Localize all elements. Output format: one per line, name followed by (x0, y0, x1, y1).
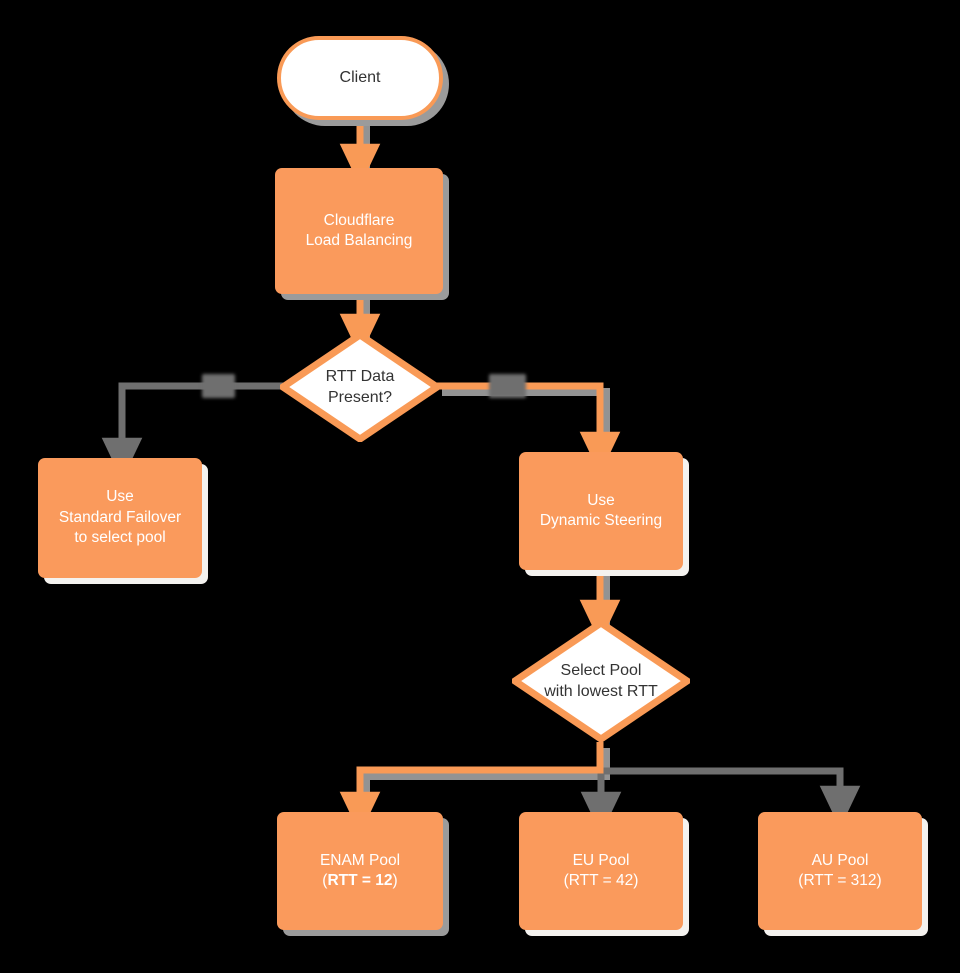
dynamic-node-line-1: Use (587, 491, 615, 509)
diamond-shape (280, 332, 440, 442)
enam-pool-node[interactable]: ENAM Pool (RTT = 12) (277, 812, 443, 930)
edge-label-rtt-no (202, 374, 235, 398)
dynamic-steering-node[interactable]: Use Dynamic Steering (519, 452, 683, 570)
eu-pool-node[interactable]: EU Pool (RTT = 42) (519, 812, 683, 930)
rtt-data-present-decision[interactable]: RTT Data Present? (280, 332, 440, 442)
edge-shadow-rtt-dynamic (442, 388, 610, 458)
rtt-decision-line-2: Present? (327, 389, 393, 406)
failover-node-line-2: Standard Failover (58, 508, 182, 526)
au-rtt-value: RTT = 312 (803, 872, 877, 889)
au-paren-open: ( (798, 872, 804, 889)
select-pool-line-2: with lowest RTT (544, 683, 658, 700)
cloudflare-load-balancing-node[interactable]: Cloudflare Load Balancing (275, 168, 443, 294)
enam-rtt-value: RTT = 12 (327, 872, 393, 889)
au-paren-close: ) (876, 872, 882, 889)
standard-failover-node[interactable]: Use Standard Failover to select pool (38, 458, 202, 578)
eu-paren-close: ) (633, 872, 639, 889)
diamond-shape (512, 620, 690, 742)
rtt-decision-line-1: RTT Data (325, 367, 395, 385)
dynamic-node-line-2: Dynamic Steering (539, 512, 663, 529)
edge-shadow-select-enam (362, 748, 610, 818)
failover-node-line-3: to select pool (74, 529, 166, 547)
lb-node-line-2: Load Balancing (305, 232, 413, 249)
edge-select-to-au (601, 767, 861, 829)
lb-node-line-1: Cloudflare (323, 211, 395, 229)
client-node-label: Client (339, 69, 381, 87)
eu-paren-open: ( (563, 872, 569, 889)
au-pool-title: AU Pool (811, 851, 869, 869)
au-pool-rtt: (RTT = 312) (798, 871, 881, 891)
enam-paren-open: ( (322, 872, 328, 889)
failover-node-line-1: Use (106, 488, 134, 506)
enam-pool-title: ENAM Pool (319, 851, 401, 869)
client-node[interactable]: Client (277, 36, 443, 120)
enam-pool-rtt: (RTT = 12) (322, 871, 397, 891)
edge-label-rtt-yes (489, 374, 526, 398)
select-pool-line-1: Select Pool (560, 661, 642, 679)
au-pool-node[interactable]: AU Pool (RTT = 312) (758, 812, 922, 930)
select-pool-lowest-rtt-decision[interactable]: Select Pool with lowest RTT (512, 620, 690, 742)
eu-pool-rtt: (RTT = 42) (564, 871, 639, 891)
edge-select-to-enam (339, 742, 604, 835)
eu-rtt-value: RTT = 42 (568, 872, 634, 889)
eu-pool-title: EU Pool (572, 851, 630, 869)
enam-paren-close: ) (392, 872, 398, 889)
